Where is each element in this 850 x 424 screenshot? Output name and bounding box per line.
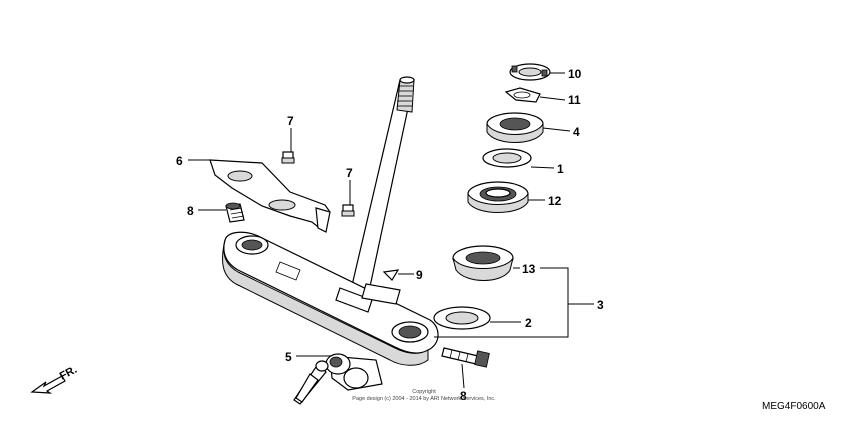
front-direction-label: FR. [58,364,79,383]
front-direction-arrow: FR. [30,364,79,394]
part-11-lock-washer [504,87,541,103]
callout-4: 4 [573,125,580,139]
callout-2: 2 [525,316,532,330]
callout-3: 3 [597,298,604,312]
part-13-race [452,245,514,281]
copyright-line-2: Page design (c) 2004 - 2014 by ARI Netwo… [352,396,496,402]
part-8-bolt-upper [225,202,245,223]
part-12-bearing [467,181,529,213]
callout-11: 11 [568,93,581,107]
steering-stem [349,76,415,297]
part-2-dust-seal [433,306,491,330]
part-9-screw [382,269,400,281]
callout-1: 1 [557,162,564,176]
part-1-dust-seal [482,148,532,168]
callout-12: 12 [548,194,562,208]
copyright-line-1: Copyright [412,389,436,395]
callout-9: 9 [416,268,423,282]
part-10-lock-nut [509,63,551,81]
part-6-plate [209,159,331,233]
leader-lines [188,72,594,389]
part-4-adjusting-nut [486,112,544,143]
callout-8-upper: 8 [187,204,194,218]
callout-6: 6 [176,154,183,168]
callout-7-lower: 7 [346,166,353,180]
callout-7-upper: 7 [287,114,294,128]
callout-8-lower: 8 [460,389,467,403]
callout-13: 13 [522,262,536,276]
part-8-bolt-lower [441,347,490,368]
copyright-watermark: Copyright Page design (c) 2004 - 2014 by… [352,389,496,402]
part-7-bolt-upper [281,151,295,164]
diagram-code: MEG4F0600A [762,401,826,412]
callout-5: 5 [285,350,292,364]
part-5-steering-lock [293,353,383,405]
callout-10: 10 [568,67,582,81]
part-7-bolt-lower [341,204,355,217]
callout-numbers: 10 11 4 1 12 13 2 3 9 7 7 6 8 8 5 [176,67,604,403]
lower-bracket [222,231,439,366]
